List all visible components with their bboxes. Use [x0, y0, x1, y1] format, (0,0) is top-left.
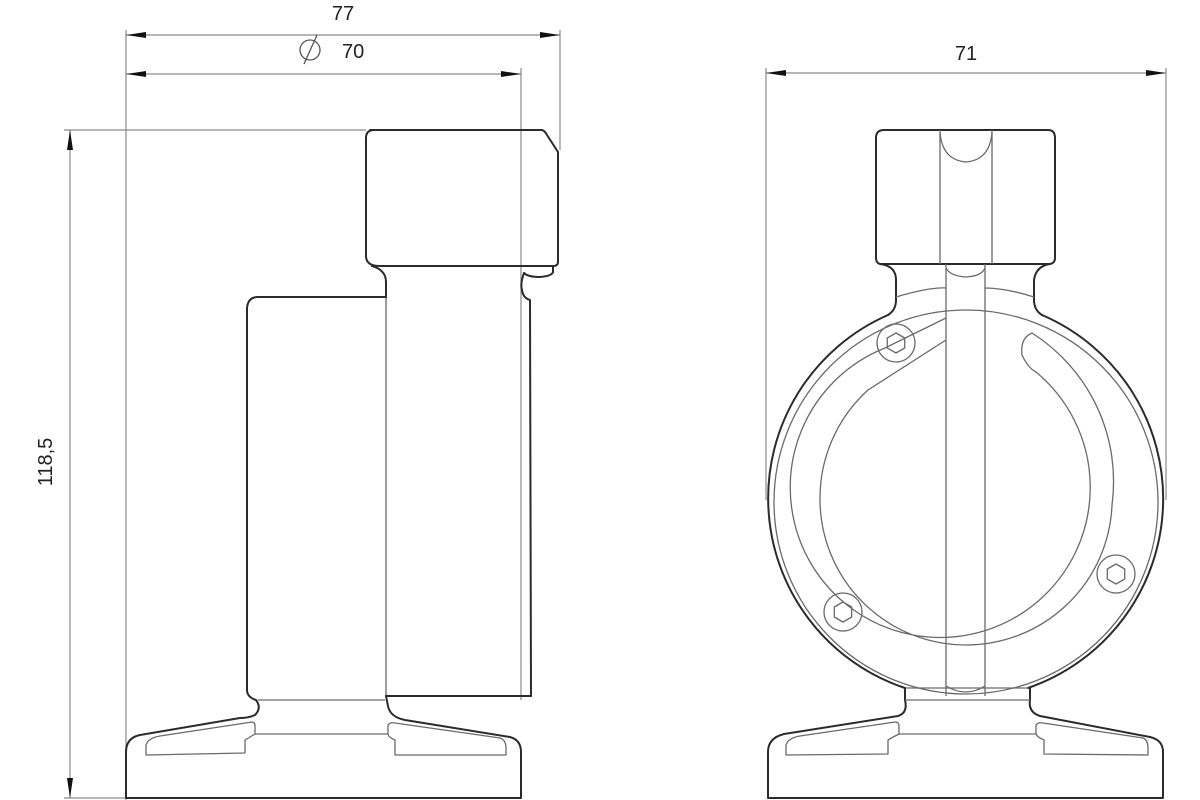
- dimension-71: 71: [765, 43, 1167, 500]
- front-head-block: [875, 129, 1056, 265]
- dimension-118-5-label: 118,5: [35, 438, 57, 487]
- dimension-70-label: 70: [342, 41, 364, 63]
- front-outer-ring: [773, 309, 1159, 695]
- side-view: 77 70 118,5: [35, 3, 561, 800]
- hex-screw-icon: [823, 592, 863, 632]
- front-inner-window: [789, 317, 1115, 646]
- front-circular-body: [767, 314, 1165, 689]
- hex-screw-icon: [1096, 554, 1136, 594]
- diameter-icon: [299, 34, 321, 65]
- dimension-118-5: 118,5: [35, 129, 366, 799]
- hex-screw-icon: [876, 323, 916, 363]
- side-main-body: [246, 296, 387, 701]
- dimension-71-label: 71: [955, 43, 977, 65]
- side-base: [125, 695, 522, 799]
- dimension-77: 77: [125, 3, 561, 800]
- side-head-block: [365, 129, 559, 267]
- dimension-diameter-70: 70: [126, 34, 522, 700]
- dimension-77-label: 77: [332, 3, 354, 25]
- front-base: [767, 687, 1164, 799]
- front-view: 71: [765, 43, 1167, 799]
